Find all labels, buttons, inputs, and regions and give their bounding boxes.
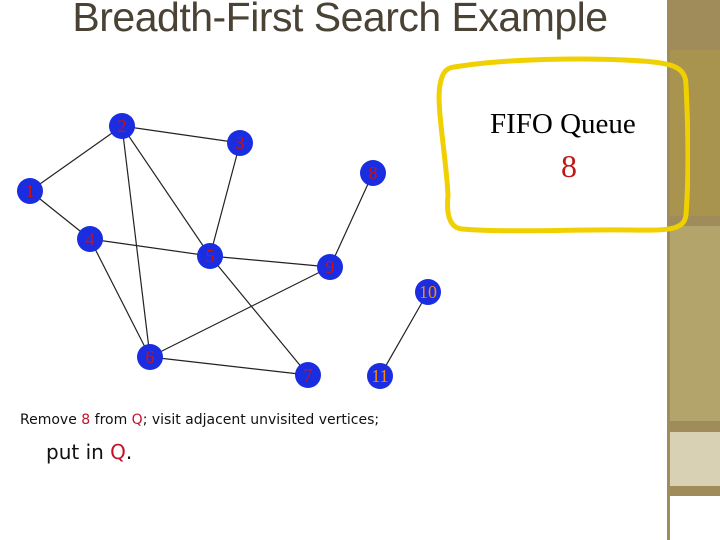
caption-text: ; visit adjacent unvisited vertices; — [142, 412, 380, 428]
edge-4-5 — [89, 238, 211, 257]
vertex-circle — [137, 344, 163, 370]
vertex-circle — [197, 243, 223, 269]
vertex-label: 2 — [118, 116, 127, 136]
caption-text: put in — [46, 440, 111, 464]
vertex-10: 10 — [415, 279, 441, 305]
vertex-9: 9 — [317, 254, 343, 280]
vertex-label: 6 — [146, 347, 155, 367]
vertex-circle — [415, 279, 441, 305]
queue-title: FIFO Queue — [490, 108, 636, 140]
vertex-circle — [227, 130, 253, 156]
vertex-7: 7 — [295, 362, 321, 388]
caption-text: Remove — [20, 412, 82, 428]
caption-text: . — [125, 440, 133, 464]
vertex-label: 5 — [206, 246, 215, 266]
caption-line-2: put in Q. — [46, 440, 132, 464]
caption-vertex: 8 — [81, 412, 91, 428]
sidebar-block — [670, 432, 720, 486]
edge-2-1 — [29, 125, 123, 192]
edge-4-6 — [89, 238, 151, 358]
vertex-label: 10 — [419, 282, 437, 302]
sidebar-block — [670, 226, 720, 421]
vertex-2: 2 — [109, 113, 135, 139]
caption-queue-name: Q — [131, 412, 143, 428]
edge-5-9 — [209, 255, 331, 268]
decorative-sidebar — [667, 0, 720, 540]
vertex-4: 4 — [77, 226, 103, 252]
vertex-label: 3 — [236, 133, 245, 153]
vertex-5: 5 — [197, 243, 223, 269]
vertex-label: 11 — [371, 366, 388, 386]
vertex-circle — [317, 254, 343, 280]
edge-3-5 — [209, 142, 241, 257]
edge-2-6 — [121, 125, 151, 358]
sidebar-block — [670, 50, 720, 216]
edge-5-7 — [209, 255, 309, 376]
vertex-label: 1 — [26, 181, 35, 201]
queue-highlight-box — [436, 56, 690, 234]
graph-edges — [29, 125, 429, 377]
vertex-circle — [360, 160, 386, 186]
edge-10-11 — [379, 291, 429, 377]
edge-9-6 — [149, 266, 331, 358]
caption-text: from — [90, 412, 132, 428]
vertex-6: 6 — [137, 344, 163, 370]
caption-line-1: Remove 8 from Q; visit adjacent unvisite… — [20, 412, 379, 428]
queue-contents: 8 — [561, 148, 577, 184]
vertex-label: 7 — [304, 365, 313, 385]
vertex-1: 1 — [17, 178, 43, 204]
graph: 2 3 1 8 4 5 9 10 6 7 11 — [17, 113, 441, 389]
graph-vertices: 2 3 1 8 4 5 9 10 6 7 11 — [17, 113, 441, 389]
caption-queue-name: Q — [110, 440, 126, 464]
edge-2-3 — [121, 125, 241, 144]
edge-8-9 — [329, 172, 374, 268]
vertex-8: 8 — [360, 160, 386, 186]
vertex-circle — [109, 113, 135, 139]
edge-2-5 — [121, 125, 211, 257]
vertex-circle — [17, 178, 43, 204]
slide-title: Breadth-First Search Example — [72, 0, 608, 40]
vertex-label: 4 — [86, 229, 95, 249]
vertex-circle — [367, 363, 393, 389]
vertex-label: 8 — [369, 163, 378, 183]
vertex-11: 11 — [367, 363, 393, 389]
vertex-3: 3 — [227, 130, 253, 156]
sidebar-block — [670, 496, 720, 540]
vertex-circle — [295, 362, 321, 388]
edge-6-7 — [149, 356, 309, 376]
vertex-circle — [77, 226, 103, 252]
vertex-label: 9 — [326, 257, 335, 277]
